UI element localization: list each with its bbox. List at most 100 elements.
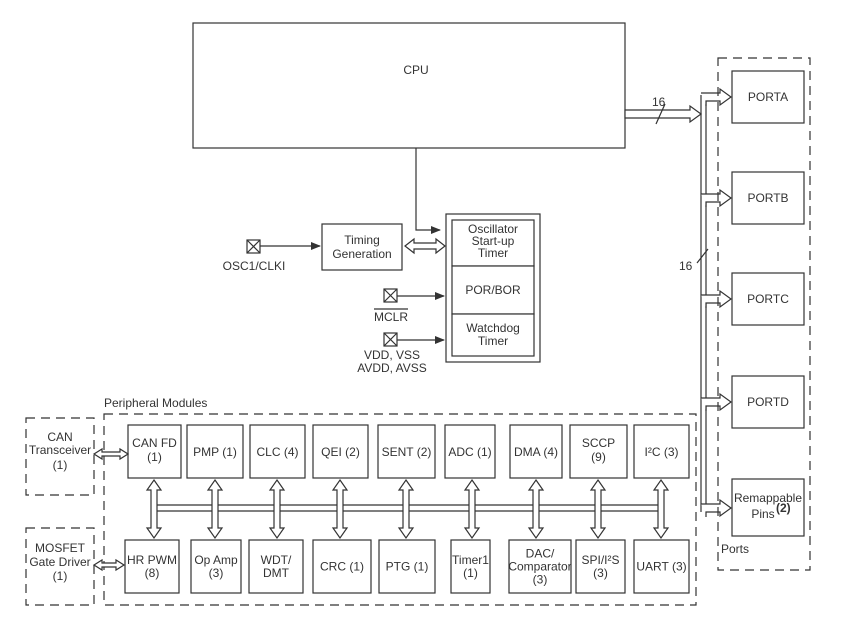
ports-group	[717, 57, 811, 571]
bus-width-tick	[655, 103, 666, 125]
port-c-label: PORTC	[747, 292, 789, 306]
peripheral-dma-4: DMA (4)	[509, 424, 563, 479]
peripheral-bus-bidirectional-arrow	[331, 478, 349, 540]
peripheral-block	[248, 539, 304, 594]
mosfet-line2: Gate Driver	[29, 555, 90, 569]
remappable-pins-block	[731, 478, 805, 537]
peripheral-bus-bidirectional-arrow	[463, 478, 481, 540]
peripheral-label: DMA (4)	[514, 445, 558, 459]
osc-pin-icon	[246, 239, 261, 254]
peripheral-block	[569, 424, 628, 479]
peripheral-timer1-1: Timer1(1)	[450, 539, 491, 594]
peripheral-block	[508, 539, 572, 594]
peripheral-block	[249, 424, 306, 479]
port-bus-arrow	[701, 392, 733, 412]
cpu-ports-bus-arrow	[624, 104, 703, 124]
port-a-block	[731, 70, 805, 124]
peripheral-bus-bidirectional-arrow	[397, 478, 415, 540]
peripheral-label-line1: DAC/	[526, 547, 555, 561]
peripheral-modules-title: Peripheral Modules	[104, 396, 207, 410]
peripheral-hr-pwm-8: HR PWM(8)	[124, 539, 180, 594]
osc-pin-label: OSC1/CLKI	[223, 259, 286, 273]
peripheral-label-line1: HR PWM	[127, 553, 177, 567]
remappable-label-line2: Pins	[751, 507, 774, 521]
por-bor-block	[451, 265, 535, 315]
can-transceiver-line1: CAN	[47, 430, 72, 444]
can-transceiver-line3: (1)	[53, 458, 68, 472]
peripheral-can-fd-1: CAN FD(1)	[127, 424, 182, 479]
peripheral-bus-arrows	[145, 478, 670, 540]
peripheral-modules-group	[103, 413, 697, 606]
ports-title: Ports	[721, 542, 749, 556]
port-bus-arrow	[701, 498, 733, 518]
port-d-label: PORTD	[747, 395, 789, 409]
mosfet-line3: (1)	[53, 569, 68, 583]
peripheral-label-line2: (3)	[593, 566, 608, 580]
peripheral-block	[575, 539, 626, 594]
peripheral-label-line2: (8)	[145, 566, 160, 580]
peripheral-block	[444, 424, 496, 479]
cpu-to-oscillator-line	[415, 148, 441, 234]
peripheral-block	[186, 424, 244, 479]
mclr-pin-icon	[383, 288, 398, 303]
peripheral-uart-3: UART (3)	[633, 539, 690, 594]
peripheral-label-line1: SPI/I²S	[581, 553, 619, 567]
peripheral-wdt-dmt: WDT/DMT	[248, 539, 304, 594]
mclr-pin-label: MCLR	[374, 310, 408, 324]
peripheral-dac-comparator-3: DAC/Comparator(3)	[508, 539, 572, 594]
port-bus-arrow	[701, 87, 733, 107]
peripheral-ptg-1: PTG (1)	[378, 539, 436, 594]
peripheral-label: SENT (2)	[382, 445, 432, 459]
peripheral-label-line1: PTG (1)	[386, 560, 429, 574]
peripheral-label-line1: SCCP	[582, 436, 615, 450]
peripheral-bus-bidirectional-arrow	[206, 478, 224, 540]
peripheral-op-amp-3: Op Amp(3)	[190, 539, 242, 594]
bus-width-label-ports: 16	[679, 259, 693, 273]
peripheral-bus-bidirectional-arrow	[145, 478, 163, 540]
watchdog-line2: Timer	[478, 334, 508, 348]
peripheral-label-line2: DMT	[263, 566, 290, 580]
peripheral-label-line1: Timer1	[452, 553, 489, 567]
peripheral-adc-1: ADC (1)	[444, 424, 496, 479]
can-transceiver-bidirectional-arrow	[92, 447, 130, 461]
peripheral-label-line2: (1)	[147, 450, 162, 464]
remappable-footnote: (2)	[776, 501, 791, 515]
peripheral-crc-1: CRC (1)	[312, 539, 372, 594]
peripheral-pmp-1: PMP (1)	[186, 424, 244, 479]
peripheral-block	[312, 539, 372, 594]
can-transceiver-block	[25, 417, 95, 496]
timing-generation-block	[321, 223, 403, 271]
peripheral-block	[124, 539, 180, 594]
peripheral-label: I²C (3)	[645, 445, 679, 459]
peripheral-bus-bidirectional-arrow	[268, 478, 286, 540]
osc-startup-line1: Oscillator	[468, 222, 518, 236]
peripheral-i-c-3: I²C (3)	[633, 424, 690, 479]
power-pin-icon	[383, 332, 398, 347]
peripheral-block	[127, 424, 182, 479]
port-bus-arrow	[701, 188, 733, 208]
peripheral-block	[190, 539, 242, 594]
peripheral-label: ADC (1)	[448, 445, 491, 459]
mosfet-line1: MOSFET	[35, 541, 86, 555]
port-c-block	[731, 272, 805, 326]
bus-width-tick-ports	[696, 248, 709, 264]
cpu-block	[192, 22, 626, 149]
power-pins-label-line2: AVDD, AVSS	[357, 361, 427, 375]
osc-startup-line3: Timer	[478, 246, 508, 260]
port-bus-arrows	[701, 87, 733, 518]
port-bus-arrow	[701, 289, 733, 309]
timing-label-line1: Timing	[344, 233, 380, 247]
peripheral-sent-2: SENT (2)	[377, 424, 436, 479]
port-b-label: PORTB	[747, 191, 788, 205]
peripheral-block	[509, 424, 563, 479]
cpu-label: CPU	[403, 63, 428, 77]
watchdog-line1: Watchdog	[466, 321, 520, 335]
peripheral-clc-4: CLC (4)	[249, 424, 306, 479]
watchdog-timer-block	[451, 313, 535, 357]
peripheral-label-line1: WDT/	[261, 553, 292, 567]
peripheral-label-line1: Op Amp	[194, 553, 238, 567]
bus-width-label-cpu: 16	[652, 95, 666, 109]
peripheral-label-line2: Comparator	[508, 560, 571, 574]
